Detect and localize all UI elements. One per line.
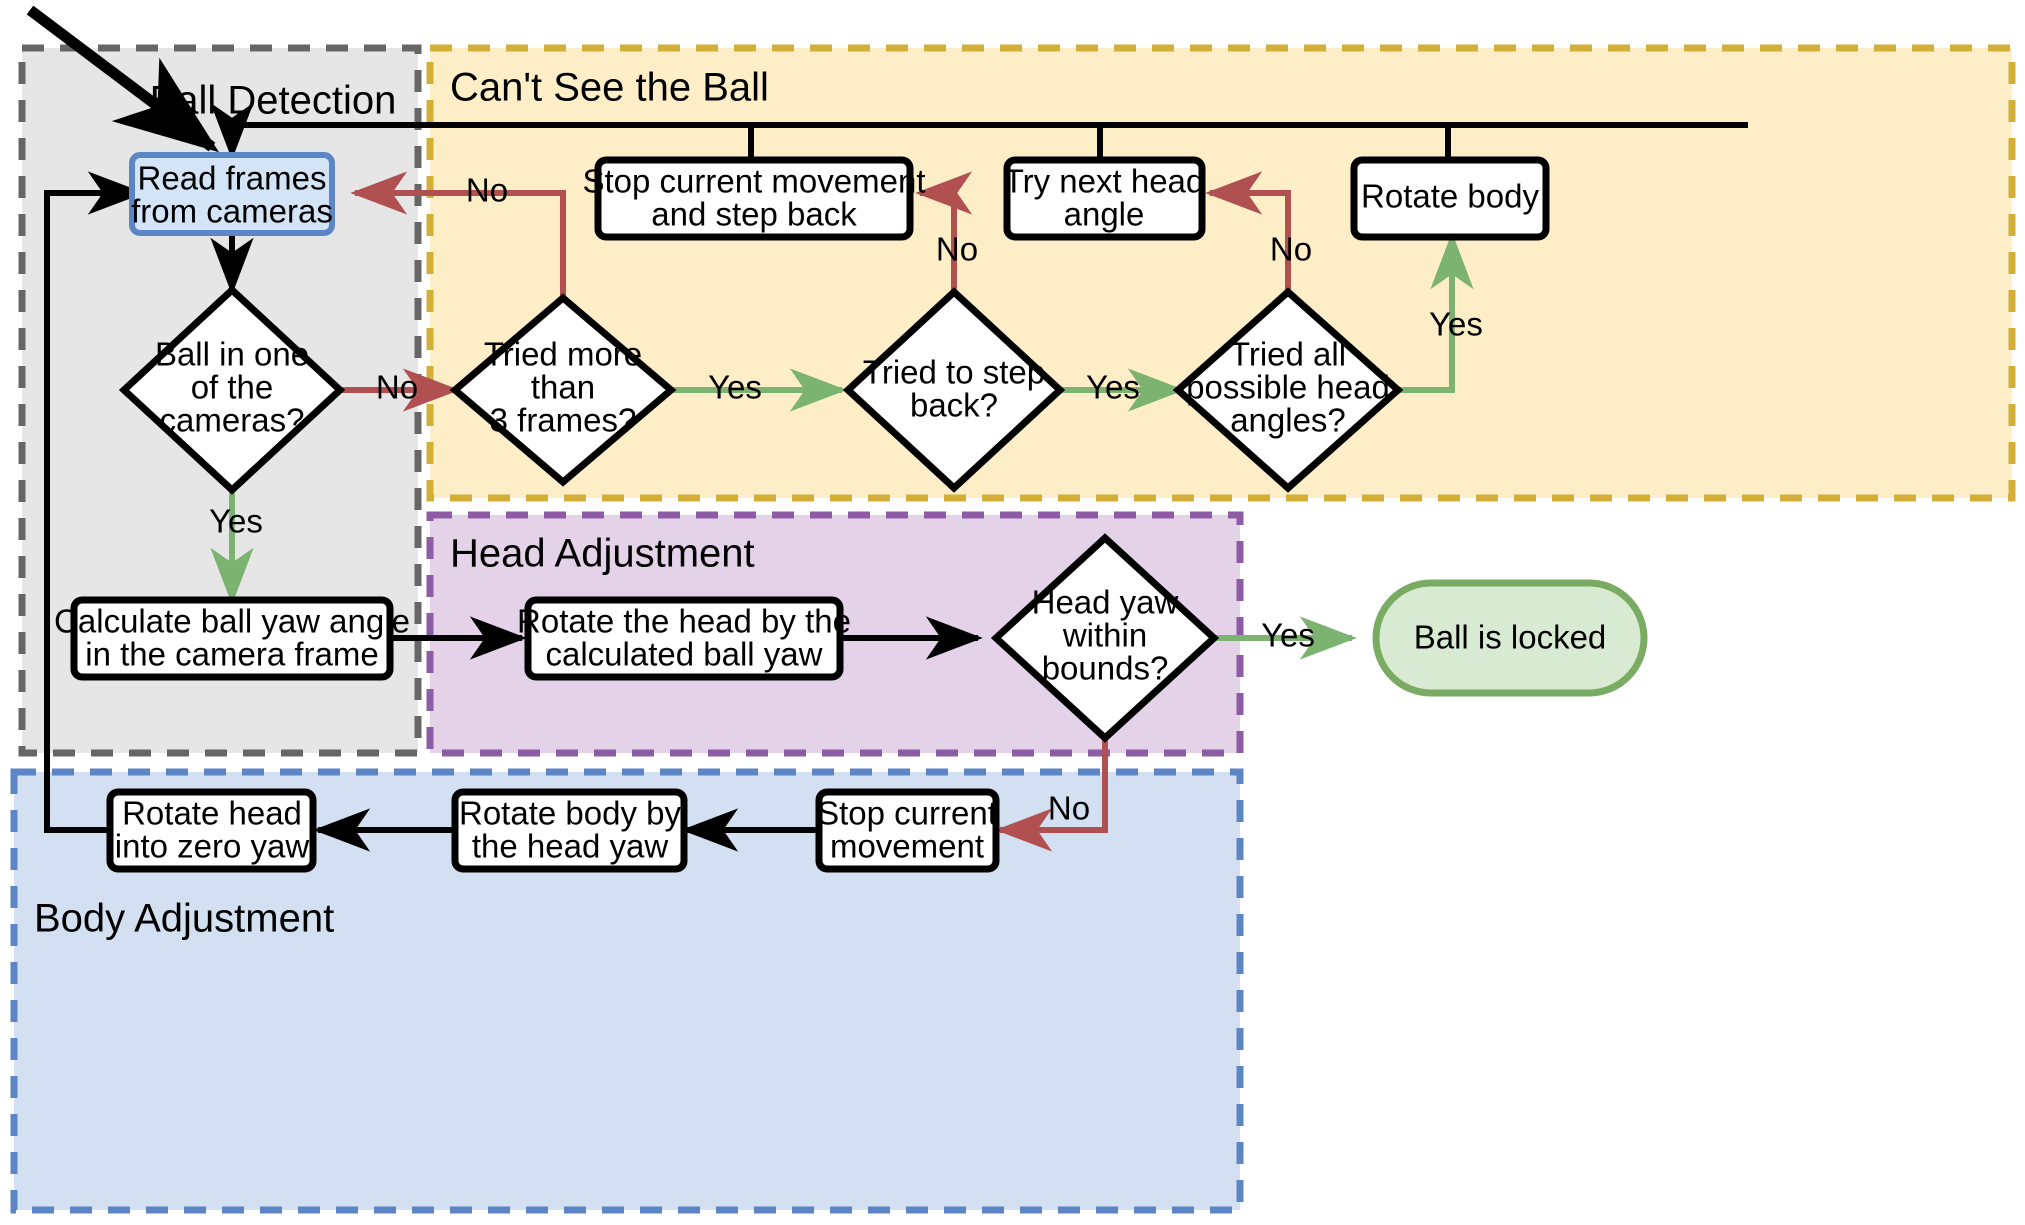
node-stop-and-step-back[interactable]: Stop current movement and step back bbox=[583, 156, 926, 241]
node-try-next-head-angle-line-1: angle bbox=[1064, 196, 1145, 233]
node-read-frames-line-0: Read frames bbox=[138, 160, 327, 197]
node-ball-in-cameras[interactable]: Ball in one of the cameras? bbox=[118, 285, 346, 495]
edge-no-tried3-to-read bbox=[350, 171, 566, 298]
node-stop-and-step-back-line-0: Stop current movement bbox=[583, 163, 926, 200]
edge-no-stepback-to-stop bbox=[915, 171, 973, 292]
node-ball-is-locked[interactable]: Ball is locked bbox=[1372, 579, 1648, 697]
node-tried-step-back-shape[interactable] bbox=[842, 287, 1066, 493]
node-rotate-head-by-yaw-line-0: Rotate the head by the bbox=[517, 603, 851, 640]
node-head-yaw-bounds-line-2: bounds? bbox=[1042, 650, 1169, 687]
node-rotate-head-zero-shape[interactable] bbox=[106, 788, 317, 873]
node-ball-in-cameras-line-0: Ball in one bbox=[155, 336, 309, 373]
node-ball-is-locked-shape[interactable] bbox=[1372, 579, 1648, 697]
node-tried-3-frames-line-2: 3 frames? bbox=[490, 402, 637, 439]
node-tried-step-back-line-0: Tried to step bbox=[863, 354, 1045, 391]
node-rotate-head-by-yaw-shape[interactable] bbox=[524, 596, 844, 681]
edge-label-yes-head-yaw-bounds: Yes bbox=[1261, 617, 1315, 654]
node-tried-all-angles-shape[interactable] bbox=[1172, 287, 1404, 493]
edge-label-yes-ball-in-cameras: Yes bbox=[209, 503, 263, 540]
node-rotate-body[interactable]: Rotate body bbox=[1350, 156, 1550, 241]
edge-label-no-tried-step-back: No bbox=[936, 231, 978, 268]
node-tried-3-frames-shape[interactable] bbox=[449, 293, 677, 487]
edge-label-no-ball-in-cameras: No bbox=[376, 369, 418, 406]
node-ball-in-cameras-line-2: cameras? bbox=[160, 402, 305, 439]
node-rotate-body-by-yaw-shape[interactable] bbox=[451, 788, 688, 873]
node-rotate-body-shape[interactable] bbox=[1350, 156, 1550, 241]
node-read-frames-line-1: from cameras bbox=[131, 193, 333, 230]
node-rotate-body-line-0: Rotate body bbox=[1361, 178, 1539, 215]
edge-no-bounds-to-stopmove bbox=[995, 730, 1108, 852]
node-stop-current-move-line-0: Stop current bbox=[817, 795, 997, 832]
group-head-adjustment-title: Head Adjustment bbox=[450, 532, 755, 576]
node-stop-current-move[interactable]: Stop current movement bbox=[815, 788, 1000, 873]
node-tried-3-frames-line-1: than bbox=[531, 369, 595, 406]
node-ball-is-locked-line-0: Ball is locked bbox=[1414, 619, 1607, 656]
group-cant-see-ball-title: Can't See the Ball bbox=[450, 66, 769, 110]
node-tried-all-angles-line-0: Tried all bbox=[1230, 336, 1346, 373]
node-head-yaw-bounds[interactable]: Head yaw within bounds? bbox=[990, 533, 1220, 743]
node-rotate-head-zero[interactable]: Rotate head into zero yaw bbox=[106, 788, 317, 873]
node-calc-ball-yaw-line-0: Calculate ball yaw angle bbox=[54, 603, 410, 640]
edge-no-allangles-to-trynext bbox=[1205, 171, 1291, 292]
node-stop-current-move-shape[interactable] bbox=[815, 788, 1000, 873]
node-tried-step-back-line-1: back? bbox=[910, 387, 998, 424]
node-rotate-head-by-yaw-line-1: calculated ball yaw bbox=[546, 636, 823, 673]
node-calc-ball-yaw-shape[interactable] bbox=[70, 596, 394, 681]
node-tried-3-frames[interactable]: Tried more than 3 frames? bbox=[449, 293, 677, 487]
edge-label-no-head-yaw-bounds: No bbox=[1048, 790, 1090, 827]
node-try-next-head-angle-shape[interactable] bbox=[1003, 156, 1206, 241]
node-head-yaw-bounds-shape[interactable] bbox=[990, 533, 1220, 743]
edge-yes-allangles-to-rotatebody bbox=[1398, 232, 1474, 393]
node-read-frames-shape[interactable] bbox=[129, 152, 335, 236]
node-rotate-body-by-yaw-line-0: Rotate body by bbox=[459, 795, 681, 832]
edge-label-yes-tried-all-angles: Yes bbox=[1429, 306, 1483, 343]
node-stop-current-move-line-1: movement bbox=[830, 828, 984, 865]
node-ball-in-cameras-shape[interactable] bbox=[118, 285, 346, 495]
node-tried-step-back[interactable]: Tried to step back? bbox=[842, 287, 1066, 493]
node-rotate-head-by-yaw[interactable]: Rotate the head by the calculated ball y… bbox=[517, 596, 851, 681]
edge-label-no-tried-all-angles: No bbox=[1270, 231, 1312, 268]
node-calc-ball-yaw-line-1: in the camera frame bbox=[85, 636, 378, 673]
node-head-yaw-bounds-line-1: within bbox=[1062, 617, 1147, 654]
node-read-frames[interactable]: Read frames from cameras bbox=[129, 152, 335, 236]
edge-label-yes-tried-step-back: Yes bbox=[1086, 369, 1140, 406]
node-rotate-head-zero-line-1: into zero yaw bbox=[115, 828, 310, 865]
node-stop-and-step-back-shape[interactable] bbox=[594, 156, 914, 241]
node-calc-ball-yaw[interactable]: Calculate ball yaw angle in the camera f… bbox=[54, 596, 410, 681]
node-ball-in-cameras-line-1: of the bbox=[191, 369, 274, 406]
group-ball-detection-title: Ball Detection bbox=[150, 79, 397, 123]
edge-label-no-tried-3-frames: No bbox=[466, 172, 508, 209]
node-tried-3-frames-line-0: Tried more bbox=[484, 336, 642, 373]
node-try-next-head-angle[interactable]: Try next head angle bbox=[1003, 156, 1206, 241]
node-stop-and-step-back-line-1: and step back bbox=[651, 196, 857, 233]
node-head-yaw-bounds-line-0: Head yaw bbox=[1032, 584, 1179, 621]
node-tried-all-angles[interactable]: Tried all possible head angles? bbox=[1172, 287, 1404, 493]
node-rotate-body-by-yaw-line-1: the head yaw bbox=[472, 828, 668, 865]
node-tried-all-angles-line-1: possible head bbox=[1186, 369, 1390, 406]
node-try-next-head-angle-line-0: Try next head bbox=[1004, 163, 1205, 200]
node-tried-all-angles-line-2: angles? bbox=[1230, 402, 1346, 439]
edge-external-entry bbox=[26, 5, 220, 153]
node-rotate-body-by-yaw[interactable]: Rotate body by the head yaw bbox=[451, 788, 688, 873]
node-rotate-head-zero-line-0: Rotate head bbox=[122, 795, 302, 832]
edge-rotateheadzero-to-read bbox=[44, 171, 145, 833]
group-body-adjustment-title: Body Adjustment bbox=[34, 897, 334, 941]
edge-label-yes-tried-3-frames: Yes bbox=[708, 369, 762, 406]
